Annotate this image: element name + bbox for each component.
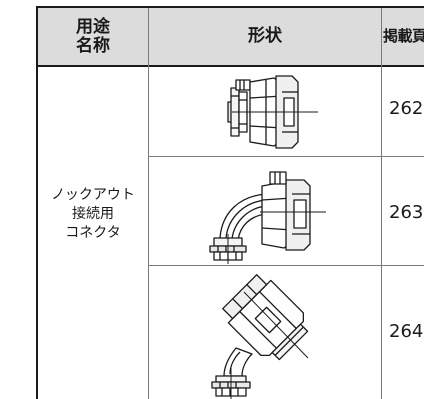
- column-divider: [381, 8, 382, 399]
- page-number: 263: [389, 202, 424, 223]
- page-number: 262: [389, 98, 424, 119]
- product-name-cell: ノックアウト 接続用 コネクタ: [38, 186, 148, 243]
- table-header: [38, 8, 424, 66]
- column-divider: [148, 8, 149, 399]
- product-name-line1: ノックアウト: [51, 187, 135, 203]
- page-number: 264: [389, 321, 424, 342]
- header-name-line2: 名称: [76, 35, 110, 56]
- header-name-cell: 用途 名称: [38, 8, 148, 65]
- 45-degree-elbow-connector-icon: [198, 272, 333, 399]
- header-name-line1: 用途: [76, 16, 110, 37]
- straight-connector-icon: [222, 72, 322, 152]
- row-divider: [149, 265, 424, 266]
- header-page-cell: 掲載頁: [383, 27, 424, 45]
- product-name-line3: コネクタ: [65, 225, 121, 241]
- table-left-border: [36, 6, 38, 399]
- product-name-line2: 接続用: [72, 206, 114, 222]
- header-divider: [36, 65, 424, 67]
- header-shape-cell: 形状: [248, 26, 282, 46]
- row-divider: [149, 156, 424, 157]
- 90-degree-elbow-connector-icon: [200, 168, 330, 264]
- table-top-border: [36, 6, 424, 8]
